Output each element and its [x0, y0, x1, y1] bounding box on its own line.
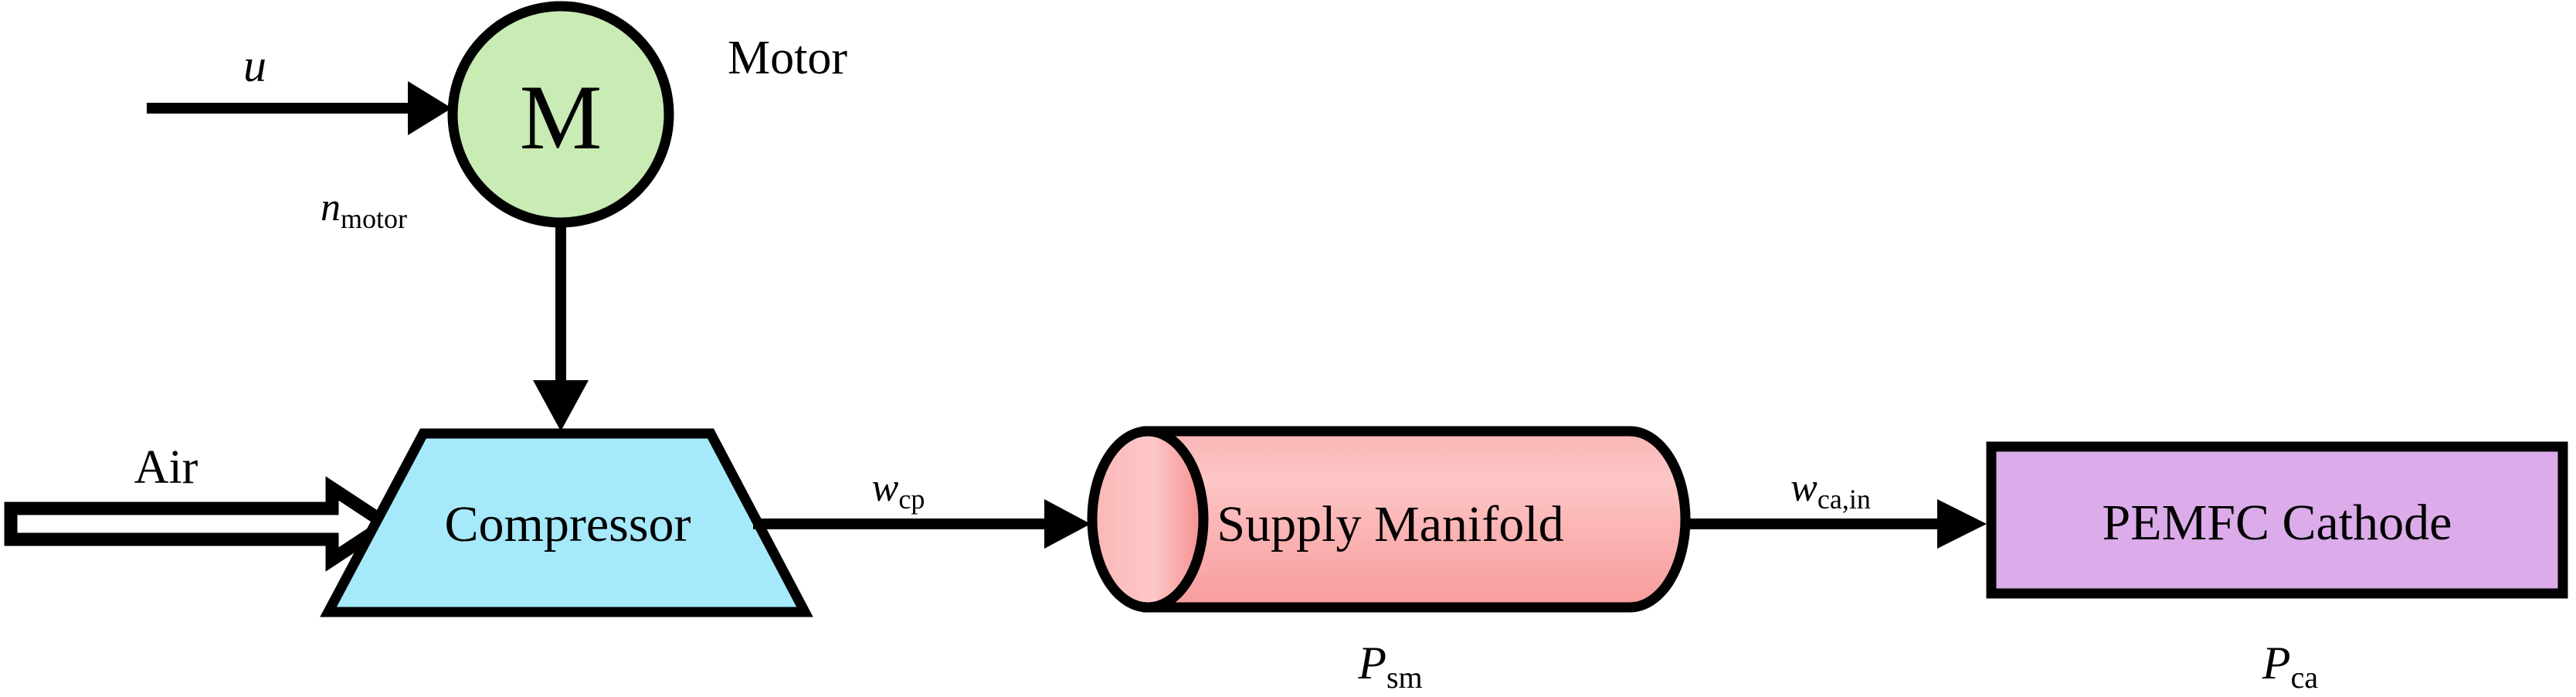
manifold-label: Supply Manifold [1217, 496, 1563, 552]
svg-text:Pca: Pca [2262, 638, 2318, 695]
label-control-input: u [243, 40, 266, 91]
edge-air-to-compressor [4, 476, 399, 572]
motor-shaft-arrowhead [533, 380, 589, 431]
node-supply-manifold[interactable]: Supply Manifold [1087, 426, 1691, 613]
node-pemfc-cathode[interactable]: PEMFC Cathode [1986, 441, 2568, 599]
edge-motor-to-compressor [533, 223, 589, 431]
motor-caption: Motor [728, 32, 847, 84]
compressor-label: Compressor [445, 496, 691, 552]
motor-speed-symbol: n [321, 185, 341, 230]
compressor-shape[interactable] [320, 428, 813, 617]
wcp-arrow-head [1044, 499, 1091, 549]
edge-manifold-to-cathode [1688, 499, 1987, 549]
manifold-body[interactable] [1142, 426, 1691, 613]
edge-u-to-motor [147, 81, 452, 135]
air-block-arrow [4, 476, 399, 572]
node-motor[interactable]: M [447, 1, 674, 228]
pca-symbol: P [2262, 638, 2291, 688]
wcain-arrow-head [1937, 499, 1987, 549]
pca-subscript: ca [2291, 660, 2319, 695]
cathode-box[interactable] [1986, 441, 2568, 599]
node-compressor[interactable]: Compressor [320, 428, 813, 617]
psm-symbol: P [1357, 638, 1386, 688]
svg-text:nmotor: nmotor [321, 185, 407, 234]
motor-speed-subscript: motor [341, 203, 407, 234]
label-cathode-inlet-flow: wca,in [1790, 466, 1871, 515]
wcain-symbol: w [1790, 466, 1817, 510]
svg-text:Psm: Psm [1357, 638, 1422, 695]
wcain-subscript: ca,in [1817, 484, 1871, 515]
svg-text:wcp: wcp [872, 466, 925, 515]
svg-text:wca,in: wca,in [1790, 466, 1871, 515]
label-supply-manifold-pressure: Psm [1357, 638, 1422, 695]
u-arrow-head [408, 81, 452, 135]
label-compressor-flow: wcp [872, 466, 925, 515]
manifold-end-cap [1087, 426, 1209, 613]
label-motor-speed: nmotor [321, 185, 407, 234]
edge-compressor-to-manifold [753, 499, 1091, 549]
motor-symbol-letter: M [520, 66, 602, 168]
label-cathode-pressure: Pca [2262, 638, 2318, 695]
wcp-symbol: w [872, 466, 899, 510]
cathode-label: PEMFC Cathode [2103, 495, 2452, 551]
wcp-subscript: cp [898, 484, 925, 515]
label-air-inlet: Air [134, 441, 199, 494]
psm-subscript: sm [1386, 660, 1423, 695]
